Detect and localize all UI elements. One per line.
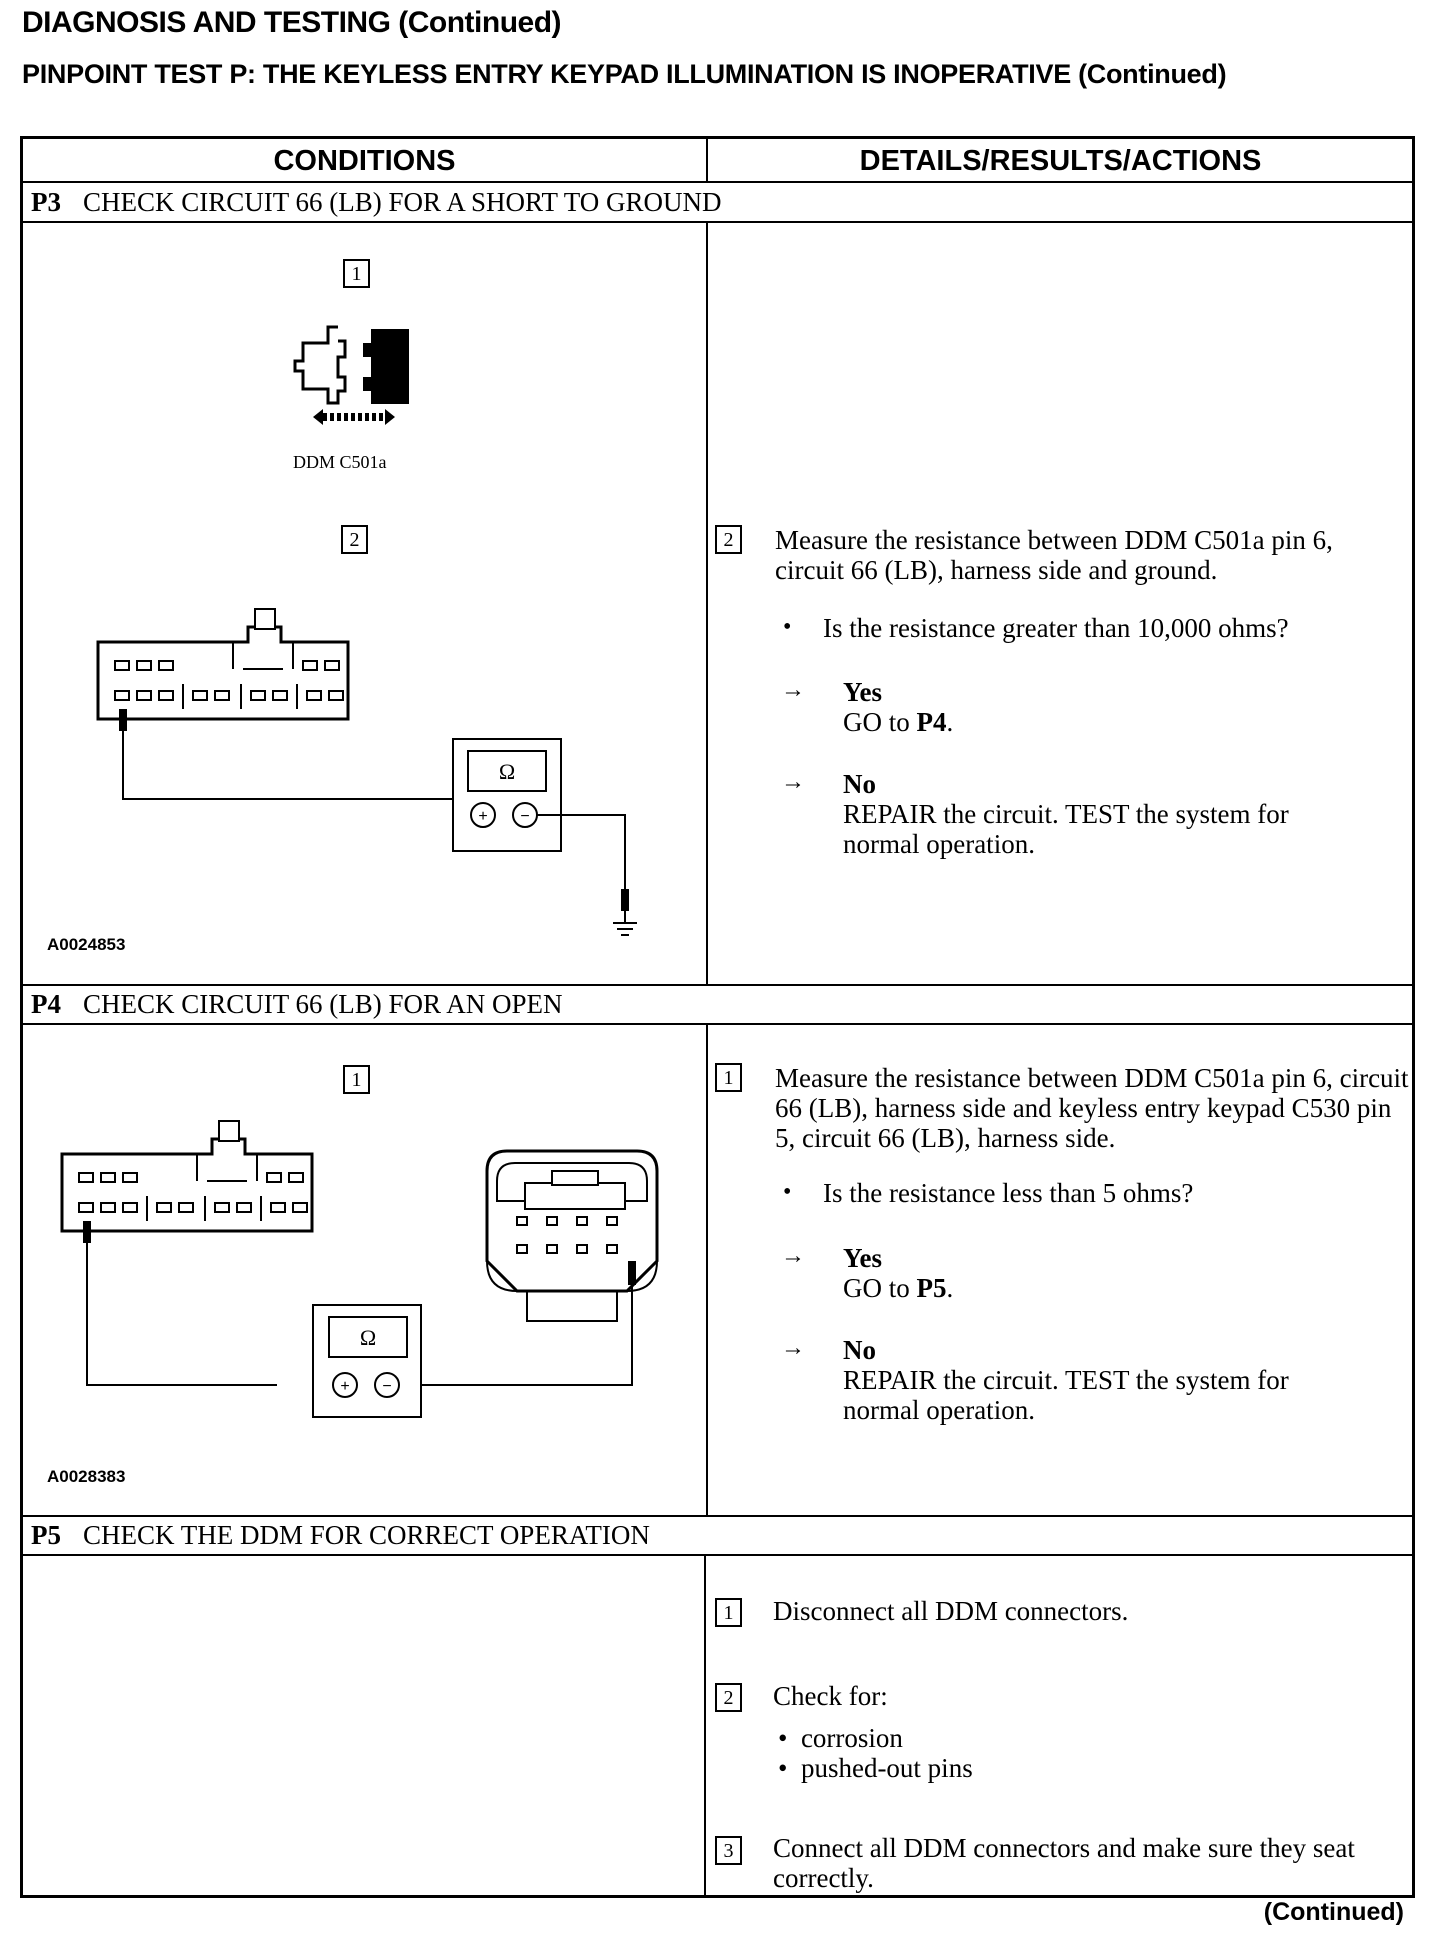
result-no-action: REPAIR the circuit. TEST the system for … xyxy=(843,799,1289,859)
minus-terminal: − xyxy=(382,1378,391,1395)
divider xyxy=(23,1023,1412,1025)
step-title: CHECK THE DDM FOR CORRECT OPERATION xyxy=(83,1520,650,1550)
resistance-measurement-diagram: Ω + − xyxy=(96,608,637,936)
divider xyxy=(706,1025,708,1515)
step-number-box: 2 xyxy=(715,525,742,554)
result-yes-action: GO to P5. xyxy=(843,1273,954,1303)
divider xyxy=(706,223,708,984)
list-item: • corrosion xyxy=(778,1723,903,1753)
minus-terminal: − xyxy=(520,808,529,825)
result-no: No xyxy=(843,769,876,799)
resistance-measurement-diagram: Ω + − xyxy=(60,1120,659,1418)
step-number-box: 2 xyxy=(715,1683,742,1712)
divider xyxy=(23,181,1412,183)
figure-step-marker: 2 xyxy=(341,525,368,554)
step-title: CHECK CIRCUIT 66 (LB) FOR A SHORT TO GRO… xyxy=(83,187,722,217)
step-header-p3: P3 CHECK CIRCUIT 66 (LB) FOR A SHORT TO G… xyxy=(31,182,721,222)
result-arrow: → xyxy=(781,1335,805,1361)
step-instruction: Measure the resistance between DDM C501a… xyxy=(775,525,1333,585)
divider xyxy=(704,1556,706,1898)
figure-reference: A0028383 xyxy=(47,1467,126,1486)
result-yes: Yes xyxy=(843,1243,882,1273)
figure-reference: A0024853 xyxy=(47,935,126,954)
step-instruction: Check for: xyxy=(773,1681,888,1711)
result-arrow: → xyxy=(781,769,805,795)
step-instruction: Measure the resistance between DDM C501a… xyxy=(775,1063,1409,1153)
continued-label: (Continued) xyxy=(1263,1898,1404,1926)
step-title: CHECK CIRCUIT 66 (LB) FOR AN OPEN xyxy=(83,989,563,1019)
step-id: P4 xyxy=(31,989,61,1019)
divider xyxy=(23,1554,1412,1556)
step-number-box: 3 xyxy=(715,1836,742,1865)
figure-step-marker: 1 xyxy=(343,259,370,288)
bullet: • xyxy=(783,614,792,640)
divider xyxy=(23,221,1412,223)
column-header-details: DETAILS/RESULTS/ACTIONS xyxy=(859,145,1262,177)
bullet: • xyxy=(783,1179,792,1205)
page-title: DIAGNOSIS AND TESTING (Continued) xyxy=(22,6,562,39)
column-header-conditions: CONDITIONS xyxy=(273,145,456,177)
pinpoint-test-title: PINPOINT TEST P: THE KEYLESS ENTRY KEYPA… xyxy=(22,59,1227,89)
step-id: P5 xyxy=(31,1520,61,1550)
ohm-symbol: Ω xyxy=(360,1325,376,1350)
step-number-box: 1 xyxy=(715,1063,742,1092)
step-number-box: 1 xyxy=(715,1598,742,1627)
connector-label: DDM C501a xyxy=(293,452,387,472)
ohm-symbol: Ω xyxy=(499,759,515,784)
step-question: Is the resistance less than 5 ohms? xyxy=(823,1178,1194,1208)
result-no-action: REPAIR the circuit. TEST the system for … xyxy=(843,1365,1289,1425)
result-yes-action: GO to P4. xyxy=(843,707,954,737)
connector-disconnect-icon xyxy=(293,325,409,425)
step-question: Is the resistance greater than 10,000 oh… xyxy=(823,613,1289,643)
plus-terminal: + xyxy=(340,1378,349,1395)
step-header-p5: P5 CHECK THE DDM FOR CORRECT OPERATION xyxy=(31,1515,650,1555)
goto-target[interactable]: P5 xyxy=(916,1273,947,1303)
figure-step-marker: 1 xyxy=(343,1065,370,1094)
goto-target[interactable]: P4 xyxy=(916,707,947,737)
step-instruction: Disconnect all DDM connectors. xyxy=(773,1596,1129,1626)
result-arrow: → xyxy=(781,1243,805,1269)
list-item: • pushed-out pins xyxy=(778,1753,973,1783)
result-no: No xyxy=(843,1335,876,1365)
divider xyxy=(706,139,708,183)
result-arrow: → xyxy=(781,677,805,703)
divider xyxy=(23,1515,1412,1517)
plus-terminal: + xyxy=(478,808,487,825)
step-instruction: Connect all DDM connectors and make sure… xyxy=(773,1833,1355,1893)
step-id: P3 xyxy=(31,187,61,217)
divider xyxy=(23,984,1412,986)
result-yes: Yes xyxy=(843,677,882,707)
step-header-p4: P4 CHECK CIRCUIT 66 (LB) FOR AN OPEN xyxy=(31,984,563,1024)
